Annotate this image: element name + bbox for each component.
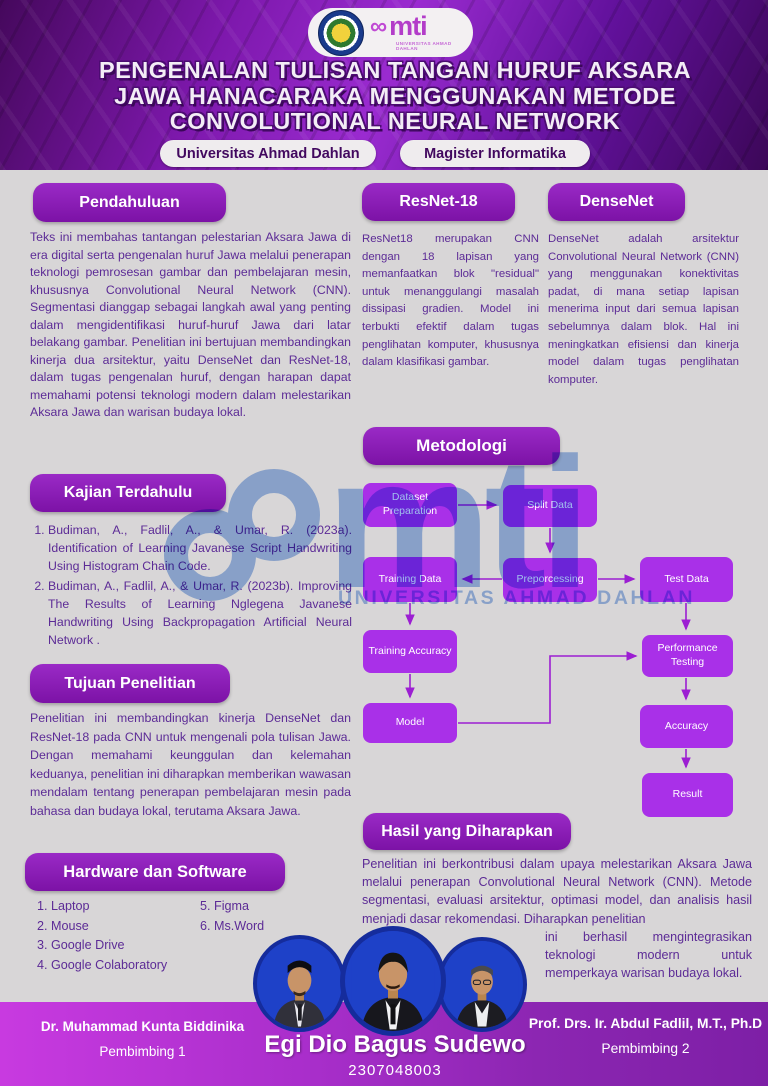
list-item: Mouse [51,917,196,937]
title-line-1: PENGENALAN TULISAN TANGAN HURUF AKSARA [98,57,692,83]
mti-logo: ∞ mti UNIVERSITAS AHMAD DAHLAN [370,13,473,51]
logo-pill: ∞ mti UNIVERSITAS AHMAD DAHLAN [308,8,473,57]
supervisor-2-photo [437,937,527,1032]
flow-node-preprocessing: Preporcessing [503,558,597,602]
university-pill: Universitas Ahmad Dahlan [160,140,376,167]
hardware-software-list: Laptop Mouse Google Drive Google Colabor… [33,897,333,975]
section-header-kajian-terdahulu: Kajian Terdahulu [30,474,226,512]
hasil-body-part2: ini berhasil mengintegrasikan teknologi … [545,929,752,981]
reference-item: Budiman, A., Fadlil, A., & Umar, R. (202… [48,577,352,649]
title-line-2: JAWA HANACARAKA MENGGUNAKAN METODE [114,82,676,109]
reference-item: Budiman, A., Fadlil, A., & Umar, R. (202… [48,521,352,575]
flow-node-dataset-preparation: Dataset Preparation [363,483,457,527]
flow-node-model: Model [363,703,457,743]
uad-logo-icon [318,9,364,56]
flowchart-arrows [405,500,691,769]
list-item: Google Colaboratory [51,956,196,976]
flow-node-training-data: Training Data [363,557,457,602]
mti-logo-subtext: UNIVERSITAS AHMAD DAHLAN [396,41,452,51]
list-item: Ms.Word [214,917,264,937]
hasil-body: Penelitian ini berkontribusi dalam upaya… [362,855,752,982]
program-pill: Magister Informatika [400,140,590,167]
supervisor-1-name: Dr. Muhammad Kunta Biddinika [40,1019,245,1034]
supervisor-2-block: Prof. Drs. Ir. Abdul Fadlil, M.T., Ph.D … [528,1011,763,1061]
section-header-resnet18: ResNet-18 [362,183,515,221]
supervisor-1-photo [253,935,346,1032]
pendahuluan-body: Teks ini membahas tantangan pelestarian … [30,230,351,419]
supervisor-2-name: Prof. Drs. Ir. Abdul Fadlil, M.T., Ph.D [528,1016,763,1031]
person-avatar [445,941,519,1028]
title-line-3: CONVOLUTIONAL NEURAL NETWORK [169,108,621,134]
kajian-reference-list: Budiman, A., Fadlil, A., & Umar, R. (202… [30,521,352,651]
mti-infinity-icon: ∞ [370,13,388,41]
supervisor-1-role: Pembimbing 1 [99,1044,186,1059]
list-item: Google Drive [51,936,196,956]
flow-node-performance-testing: Performance Testing [642,635,733,677]
flow-node-training-accuracy: Training Accuracy [363,630,457,673]
student-id: 2307048003 [348,1062,442,1079]
section-header-metodologi: Metodologi [363,427,560,465]
section-header-hasil: Hasil yang Diharapkan [363,813,571,850]
poster-title: PENGENALAN TULISAN TANGAN HURUF AKSARA J… [32,57,758,135]
student-block: Egi Dio Bagus Sudewo 2307048003 [240,1031,550,1079]
supervisor-1-block: Dr. Muhammad Kunta Biddinika Pembimbing … [25,1014,260,1064]
tujuan-body: Penelitian ini membandingkan kinerja Den… [30,711,351,818]
densenet-body: DenseNet adalah arsitektur Convolutional… [548,233,739,386]
resnet-body: ResNet18 merupakan CNN dengan 18 lapisan… [362,233,539,369]
flow-node-test-data: Test Data [640,557,733,602]
hasil-body-part1: Penelitian ini berkontribusi dalam upaya… [362,857,752,926]
flow-node-split-data: Split Data [503,485,597,527]
student-photo [340,926,446,1036]
header-banner: ∞ mti UNIVERSITAS AHMAD DAHLAN PENGENALA… [0,0,768,170]
list-item: Laptop [51,897,196,917]
section-header-hardware-software: Hardware dan Software [25,853,285,891]
section-header-densenet: DenseNet [548,183,685,221]
methodology-flowchart: Dataset Preparation Split Data Training … [360,478,748,826]
list-item: Figma [214,897,264,917]
supervisor-2-role: Pembimbing 2 [601,1041,690,1056]
mti-logo-text: mti [389,11,427,42]
flow-node-accuracy: Accuracy [640,705,733,748]
person-avatar [351,931,435,1031]
section-header-tujuan-penelitian: Tujuan Penelitian [30,664,230,703]
student-name: Egi Dio Bagus Sudewo [264,1031,526,1058]
flow-node-result: Result [642,773,733,817]
person-avatar [262,939,337,1028]
section-header-pendahuluan: Pendahuluan [33,183,226,222]
